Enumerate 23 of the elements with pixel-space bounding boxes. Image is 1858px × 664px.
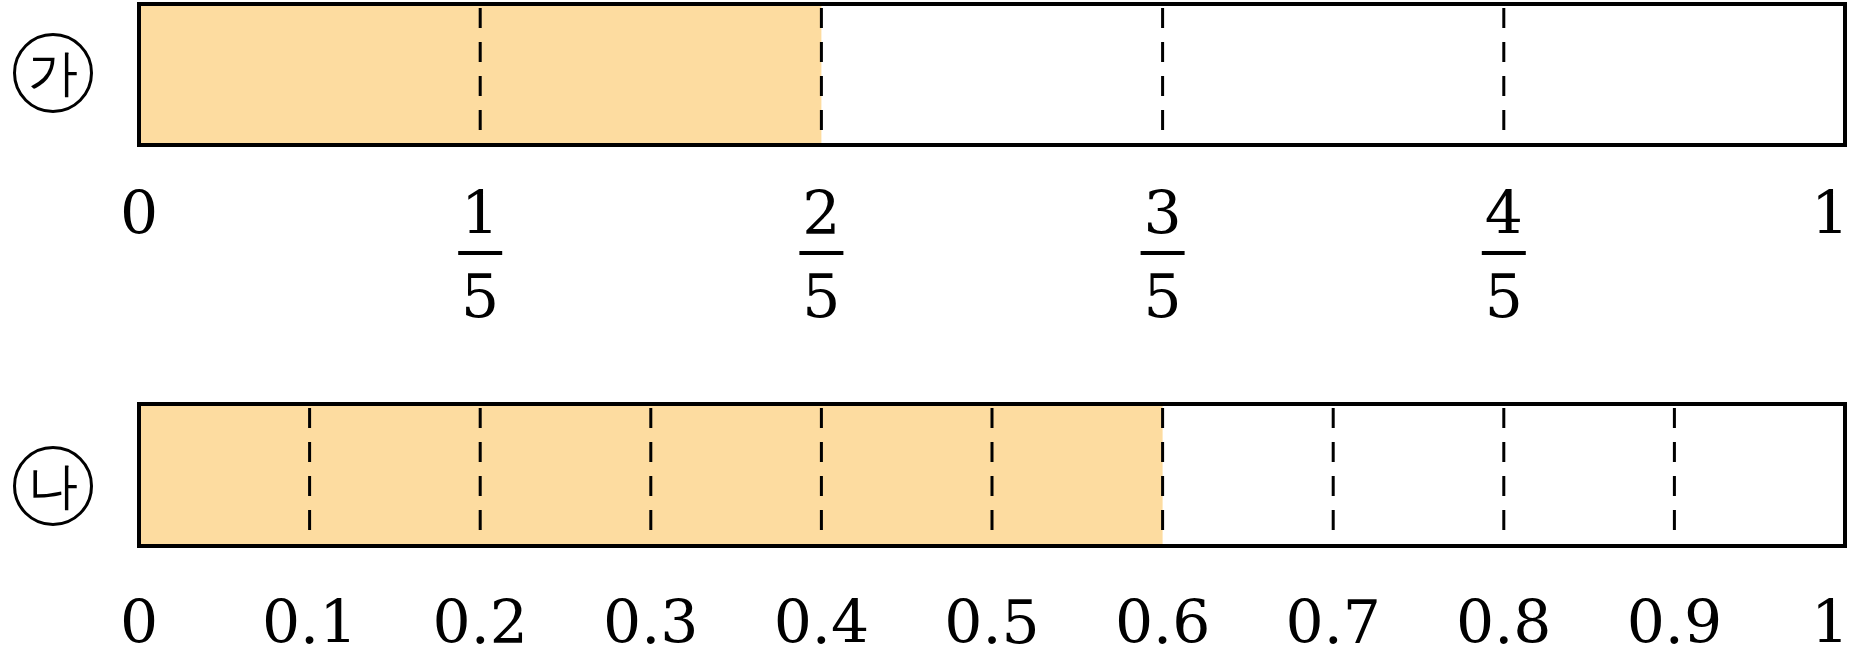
numerator: 4	[1484, 183, 1523, 243]
tick-label: 0.7	[1285, 592, 1381, 652]
denominator: 5	[1143, 266, 1182, 326]
circled-letter: 가	[13, 33, 93, 113]
tick-label: 0.1	[261, 592, 358, 652]
circled-letter: 나	[13, 446, 93, 526]
tick-label: 0.9	[1626, 592, 1723, 652]
tick-label: 0.4	[773, 592, 870, 652]
tick-label: 0.6	[1114, 592, 1211, 652]
tick-label: 1	[1810, 592, 1850, 652]
tick-label: 0	[119, 592, 159, 652]
tick-label: 0.3	[603, 592, 699, 652]
tick-label: 0.2	[432, 592, 528, 652]
denominator: 5	[461, 266, 500, 326]
numerator: 1	[461, 183, 500, 243]
denominator: 5	[1484, 266, 1523, 326]
tick-label: 0	[119, 183, 159, 243]
denominator: 5	[802, 266, 841, 326]
tick-label: 0.5	[944, 592, 1040, 652]
tick-label: 0.8	[1456, 592, 1552, 652]
numerator: 3	[1143, 183, 1182, 243]
numerator: 2	[802, 183, 841, 243]
tick-label: 1	[1810, 183, 1850, 243]
